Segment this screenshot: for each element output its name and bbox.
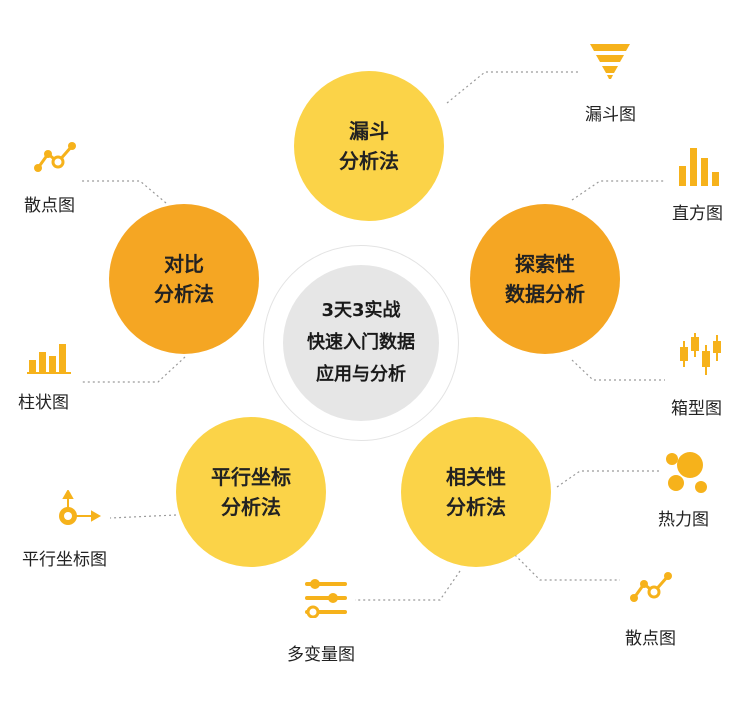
histogram-label: 直方图 <box>672 204 723 224</box>
boxplot-icon <box>680 333 721 375</box>
correlation-method-line-2: 分析法 <box>446 495 506 519</box>
heatmap-icon <box>666 452 707 493</box>
scatter-icon <box>630 572 672 602</box>
parallel-method-line-1: 平行坐标 <box>211 465 291 489</box>
scatter-right-label: 散点图 <box>625 629 676 649</box>
link-scatter-left <box>80 180 167 204</box>
scatter-left-label: 散点图 <box>24 196 75 216</box>
compare-method-bubble: 对比 分析法 <box>109 204 259 354</box>
boxplot-label: 箱型图 <box>671 399 722 419</box>
explore-method-line-1: 探索性 <box>515 252 575 276</box>
histogram-icon <box>679 148 719 186</box>
center-line-3: 应用与分析 <box>316 364 406 385</box>
compare-method-line-2: 分析法 <box>154 282 214 306</box>
target-arrows-icon <box>59 490 102 525</box>
parallel-method-line-2: 分析法 <box>221 495 281 519</box>
parallel-method-bubble: 平行坐标 分析法 <box>176 417 326 567</box>
link-boxplot <box>571 359 665 381</box>
correlation-method-bubble: 相关性 分析法 <box>401 417 551 567</box>
funnel-method-line-2: 分析法 <box>339 149 399 173</box>
scatter-icon <box>34 142 76 172</box>
link-scatter-right <box>514 554 620 581</box>
link-parallel <box>109 514 177 519</box>
explore-method-line-2: 数据分析 <box>505 282 585 306</box>
center-line-2: 快速入门数据 <box>307 332 415 353</box>
correlation-method-line-1: 相关性 <box>446 465 506 489</box>
funnel-chart-label: 漏斗图 <box>585 105 636 125</box>
link-funnel <box>446 71 580 104</box>
funnel-method-bubble: 漏斗 分析法 <box>294 71 444 221</box>
heatmap-label: 热力图 <box>658 510 709 530</box>
link-histogram <box>571 180 665 201</box>
link-multivariate <box>355 570 461 601</box>
explore-method-bubble: 探索性 数据分析 <box>470 204 620 354</box>
link-heatmap <box>556 470 660 488</box>
sliders-icon <box>305 579 347 618</box>
link-bar <box>82 356 186 383</box>
compare-method-line-1: 对比 <box>164 252 204 276</box>
center-line-1: 3天3实战 <box>321 300 401 321</box>
funnel-icon <box>590 44 630 79</box>
bar-chart-label: 柱状图 <box>18 393 69 413</box>
multivariate-label: 多变量图 <box>287 645 355 665</box>
funnel-method-line-1: 漏斗 <box>349 119 389 143</box>
center-topic: 3天3实战 快速入门数据 应用与分析 <box>283 265 439 421</box>
bar-chart-icon <box>27 344 71 374</box>
parallel-coords-label: 平行坐标图 <box>22 550 107 570</box>
